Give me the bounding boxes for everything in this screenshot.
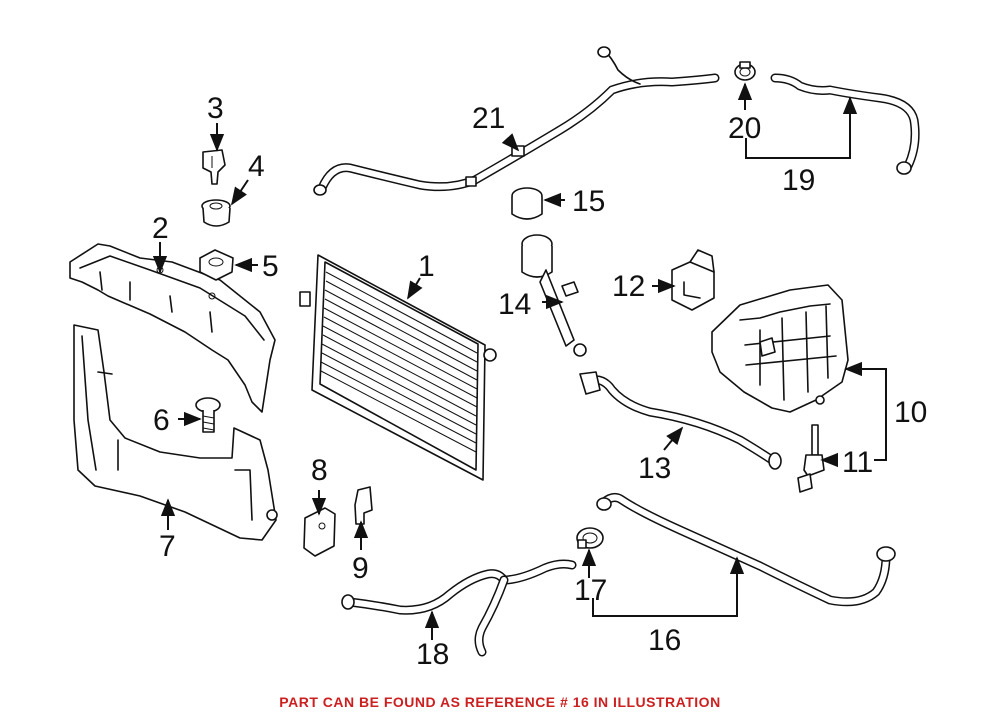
- callout-4: 4: [248, 150, 265, 183]
- callout-14: 14: [498, 288, 531, 321]
- callout-labels: 1 2 3 4 5 6 7 8 9 10 11 12 13 14 15 16 1…: [152, 92, 927, 671]
- hose-clamp-20-part: [734, 61, 756, 81]
- callout-6: 6: [153, 404, 170, 437]
- callout-17: 17: [574, 574, 607, 607]
- grommet-part: [201, 199, 231, 227]
- hose-18-part: [341, 559, 577, 657]
- callout-12: 12: [612, 270, 645, 303]
- hose-clamp-17-part: [576, 527, 604, 549]
- expansion-tank-part: [711, 284, 849, 413]
- cap-part: [511, 187, 543, 220]
- callout-21: 21: [472, 102, 505, 135]
- callout-15: 15: [572, 185, 605, 218]
- callout-11: 11: [842, 446, 873, 479]
- callout-20: 20: [728, 112, 761, 145]
- callout-9: 9: [352, 552, 369, 585]
- sensor-part: [797, 424, 825, 493]
- upper-bracket-part: [69, 243, 276, 413]
- hose-19-part: [770, 73, 920, 175]
- filler-neck-part: [521, 234, 587, 357]
- radiator-part: [299, 254, 497, 481]
- callout-19: 19: [782, 164, 815, 197]
- callout-13: 13: [638, 452, 671, 485]
- shroud-frame-part: [73, 324, 278, 541]
- callout-16: 16: [648, 624, 681, 657]
- callout-8: 8: [311, 454, 328, 487]
- coolant-hose-13-part: [579, 371, 782, 470]
- hose-16-part: [596, 492, 896, 607]
- callout-10: 10: [894, 396, 927, 429]
- callout-1: 1: [418, 250, 435, 283]
- overflow-line-part: [313, 46, 720, 196]
- small-bracket-part: [354, 486, 373, 525]
- callout-5: 5: [262, 250, 279, 283]
- callout-7: 7: [159, 530, 176, 563]
- connector-part: [671, 249, 715, 311]
- mount-bracket-part: [303, 507, 336, 557]
- reference-note: PART CAN BE FOUND AS REFERENCE # 16 IN I…: [279, 694, 721, 710]
- clip-part: [202, 149, 226, 185]
- callout-18: 18: [416, 638, 449, 671]
- callout-3: 3: [207, 92, 224, 125]
- bolt-part: [195, 397, 221, 433]
- leader-lines: [152, 82, 887, 640]
- rubber-mount-part: [199, 249, 234, 281]
- callout-2: 2: [152, 212, 169, 245]
